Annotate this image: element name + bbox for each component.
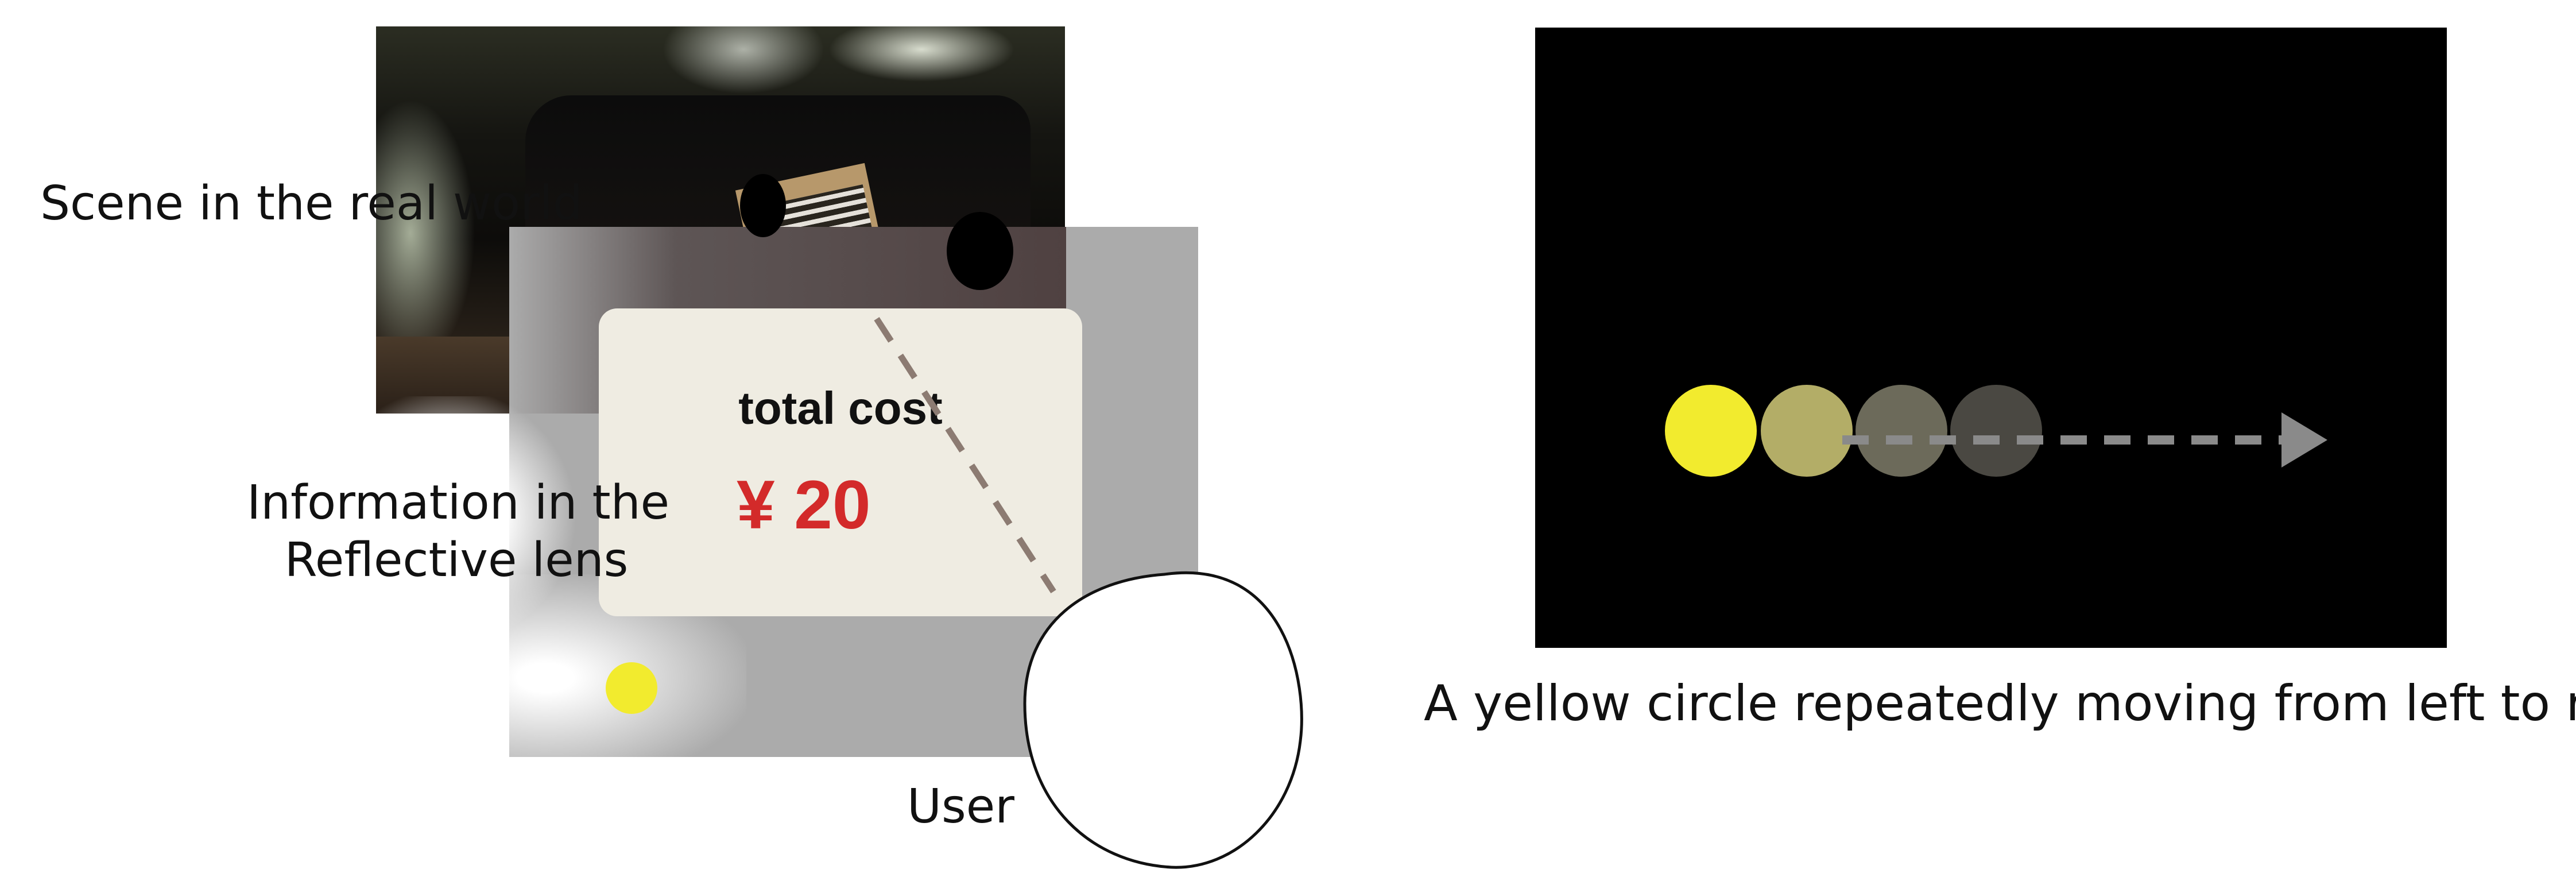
circle-frame-4 [1950,385,2042,477]
user-head-outline [1023,571,1303,869]
info-label-line1: Information in the [247,476,670,530]
price-value: ¥ 20 [737,466,871,543]
circle-frame-1 [1665,385,1757,477]
info-label-line2: Reflective lens [284,533,629,588]
line-of-sight [874,317,1056,593]
animation-caption: A yellow circle repeatedly moving from l… [1424,675,2576,732]
label-glow [344,396,586,638]
animation-panel [1535,28,2447,648]
head-occluder-right [947,212,1013,290]
information-card [599,308,1082,616]
yellow-dot [606,662,657,714]
info-label: Information in the Reflective lens [247,474,670,589]
user-label: User [907,779,1014,834]
head-occluder-left [740,174,786,237]
animation-svg [1665,385,2327,477]
scene-label: Scene in the real world [40,176,583,231]
circle-frame-3 [1856,385,1947,477]
motion-arrow-head [2281,412,2327,468]
total-cost-title: total cost [738,383,943,434]
circle-frame-2 [1761,385,1853,477]
